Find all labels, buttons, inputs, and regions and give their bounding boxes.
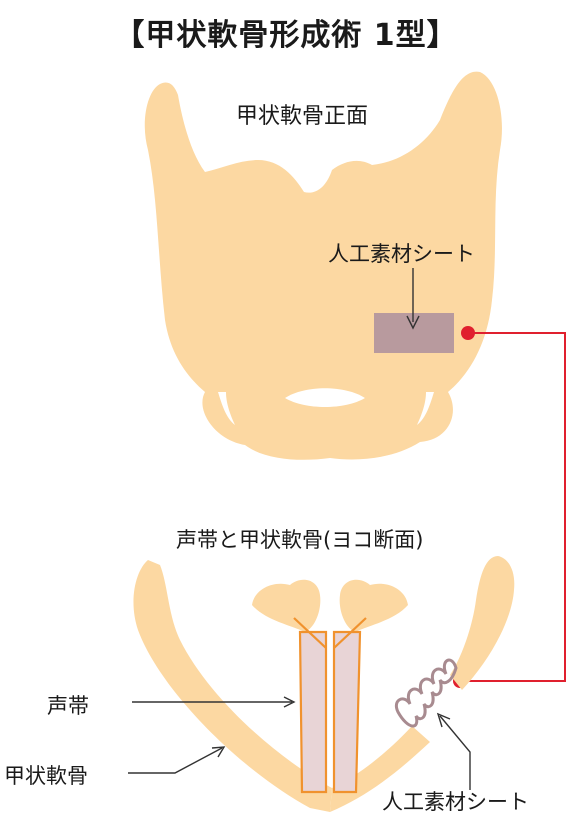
implant-sheet-coil [396, 660, 456, 726]
thyroid-cartilage-right-tip [450, 556, 514, 690]
arytenoid-right [340, 580, 408, 632]
implant-label-bottom: 人工素材シート [382, 786, 529, 816]
thyroid-pointer-line [128, 748, 222, 773]
vocal-fold-right [334, 632, 360, 792]
thyroid-cartilage-label: 甲状軟骨 [4, 760, 88, 790]
implant-label-top: 人工素材シート [328, 238, 475, 268]
connector-dot-top [461, 326, 475, 340]
cross-section-label: 声帯と甲状軟骨(ヨコ断面) [176, 524, 423, 554]
arytenoid-left [252, 580, 320, 632]
implant-bottom-pointer-line [440, 716, 470, 790]
implant-sheet-front [374, 313, 454, 353]
vocal-fold-left [300, 632, 326, 792]
vocal-fold-label: 声帯 [47, 690, 89, 720]
front-view-label: 甲状軟骨正面 [236, 98, 368, 130]
